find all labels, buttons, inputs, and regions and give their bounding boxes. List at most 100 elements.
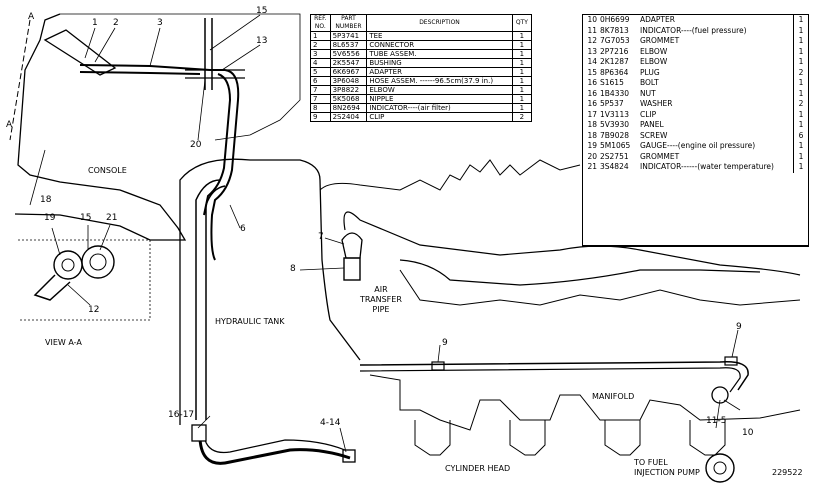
ref-cell: 6 (310, 76, 331, 86)
pn-cell: 5P537 (600, 99, 624, 108)
ref-cell: 19 (587, 141, 597, 150)
qty-cell: 6 (793, 130, 808, 141)
desc-cell: GAUGE----(engine oil pressure) (640, 141, 756, 150)
part-cell: 2S2404 (329, 112, 368, 122)
ref-cell: 16 (587, 78, 597, 87)
ref-cell: 12 (587, 36, 597, 45)
header-qty: QTY (511, 14, 533, 32)
air-transfer-pipe-label: AIR TRANSFER PIPE (360, 285, 402, 314)
qty-cell: 1 (793, 120, 808, 131)
cylinder-head-label: CYLINDER HEAD (445, 464, 511, 473)
ref-cell: 5 (310, 67, 331, 77)
qty-cell: 2 (793, 99, 808, 110)
gauge-water-temp (81, 245, 115, 279)
section-mark-a-bottom: A (6, 120, 13, 130)
desc-cell: TEE (366, 31, 513, 41)
desc-cell: CONNECTOR (366, 40, 513, 50)
part-cell: 2K5547 (329, 58, 368, 68)
ref-cell: 18 (587, 130, 597, 140)
callout-16-17: 16-17 (168, 410, 195, 420)
qty-cell: 1 (793, 109, 808, 120)
callout-4-14: 4-14 (320, 418, 341, 428)
air-filter-indicator (343, 257, 361, 281)
table-header: REF. NO. PART NUMBER DESCRIPTION QTY (310, 14, 533, 32)
ref-cell: 13 (587, 46, 597, 56)
header-desc: DESCRIPTION (366, 14, 513, 32)
part-cell: 8L6537 (329, 40, 368, 50)
qty-cell: 1 (511, 103, 533, 113)
callout-11-5: 11-5 (706, 416, 727, 426)
callout-21: 21 (106, 213, 118, 223)
qty-cell: 1 (511, 85, 533, 95)
part-cell: 5K5068 (329, 94, 368, 104)
gauge-oil-pressure (53, 250, 83, 280)
callout-6: 6 (240, 224, 246, 234)
callout-9-left: 9 (442, 338, 448, 348)
desc-cell: ELBOW (640, 46, 668, 56)
ref-cell: 17 (587, 109, 597, 119)
desc-cell: NIPPLE (366, 94, 513, 104)
callout-19: 19 (44, 213, 56, 223)
ref-cell: 8 (310, 103, 331, 113)
pn-cell: 8P6364 (600, 67, 629, 77)
section-mark-a-top: A (28, 12, 35, 22)
ref-cell: 15 (587, 67, 597, 77)
callout-8: 8 (290, 264, 296, 274)
fuel-pump-label: TO FUEL INJECTION PUMP (634, 458, 700, 477)
qty-cell: 1 (793, 151, 808, 162)
ref-cell: 14 (587, 57, 597, 66)
callout-12: 12 (88, 305, 100, 315)
callout-9-right: 9 (736, 322, 742, 332)
qty-cell: 1 (511, 49, 533, 59)
desc-cell: WASHER (640, 99, 673, 108)
desc-cell: CLIP (366, 112, 513, 122)
desc-cell: TUBE ASSEM. (366, 49, 513, 59)
section-line (9, 19, 31, 141)
ref-cell: 4 (310, 58, 331, 68)
desc-cell: INDICATOR------(water temperature) (640, 162, 774, 171)
fuel-pressure-indicator (705, 453, 735, 483)
qty-cell: 1 (793, 57, 808, 68)
callout-10: 10 (742, 428, 754, 438)
part-cell: 6K6967 (329, 67, 368, 77)
callout-2: 2 (113, 18, 119, 28)
pn-cell: 7G7053 (600, 36, 630, 45)
qty-cell: 1 (793, 88, 808, 99)
pn-cell: 2P7216 (600, 46, 629, 56)
desc-cell: ELBOW (640, 57, 668, 66)
pn-cell: 2S2751 (600, 151, 629, 161)
pn-cell: 1V3113 (600, 109, 629, 119)
desc-cell: GROMMET (640, 36, 680, 45)
manifold-label: MANIFOLD (592, 392, 635, 401)
ref-cell: 16 (587, 88, 597, 98)
callout-18: 18 (40, 195, 52, 205)
header-part: PART NUMBER (329, 14, 368, 32)
qty-cell: 1 (793, 15, 808, 26)
manifold-outline (319, 159, 581, 191)
part-cell: 5P3741 (329, 31, 368, 41)
view-aa-label: VIEW A-A (45, 338, 82, 347)
ref-cell: 9 (310, 112, 331, 122)
ref-cell: 11 (587, 25, 597, 35)
qty-cell: 1 (793, 78, 808, 89)
desc-cell: NUT (640, 88, 656, 98)
ref-cell: 1 (310, 31, 331, 41)
ref-cell: 3 (310, 49, 331, 59)
qty-cell: 2 (511, 112, 533, 122)
desc-cell: BUSHING (366, 58, 513, 68)
desc-cell: PLUG (640, 67, 660, 77)
pn-cell: 3S4824 (600, 162, 629, 171)
